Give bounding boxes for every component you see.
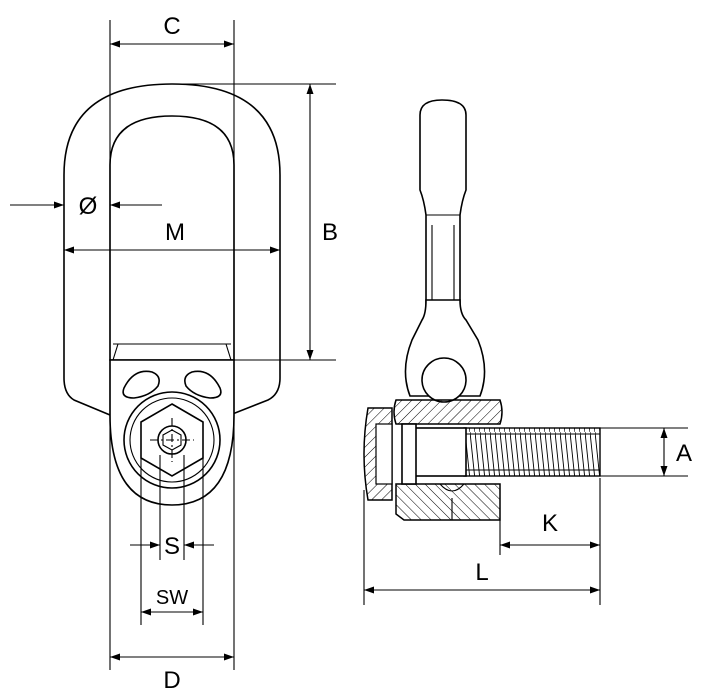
dim-a: A — [660, 428, 692, 476]
front-view — [63, 83, 281, 506]
bolt-shank — [411, 427, 467, 477]
dim-k: K — [500, 510, 600, 549]
dim-s-label: S — [164, 533, 180, 560]
bolt-thread — [463, 427, 601, 477]
dim-c: C — [110, 13, 234, 48]
upper-bushing — [393, 399, 503, 425]
dim-diameter: Ø — [10, 193, 162, 220]
washer-collar — [401, 423, 417, 485]
dim-m-label: M — [165, 219, 185, 246]
head-socket-recess — [375, 423, 393, 485]
dim-l-label: L — [475, 559, 488, 586]
dim-a-label: A — [676, 440, 692, 467]
dim-s: S — [130, 533, 214, 560]
dim-b: B — [306, 84, 338, 360]
side-view — [363, 99, 601, 521]
dim-d-label: D — [163, 667, 180, 694]
dim-l: L — [364, 559, 600, 594]
dim-c-label: C — [163, 13, 180, 40]
dim-b-label: B — [322, 219, 338, 246]
dim-k-label: K — [542, 510, 558, 537]
side-extension-lines — [363, 427, 688, 605]
slot-left — [122, 370, 160, 399]
dim-d: D — [110, 653, 234, 694]
pin-circle — [421, 357, 467, 403]
dim-sw: SW — [141, 587, 203, 616]
dim-sw-label: SW — [156, 587, 188, 609]
connection-bar — [112, 343, 232, 361]
shackle-inner-opening — [109, 115, 235, 361]
dim-diameter-label: Ø — [79, 193, 98, 220]
slot-right — [184, 370, 222, 399]
dim-m: M — [64, 219, 280, 254]
washer-inner-circle — [129, 397, 215, 483]
front-extension-lines — [109, 20, 336, 670]
lower-bushing — [395, 483, 501, 521]
